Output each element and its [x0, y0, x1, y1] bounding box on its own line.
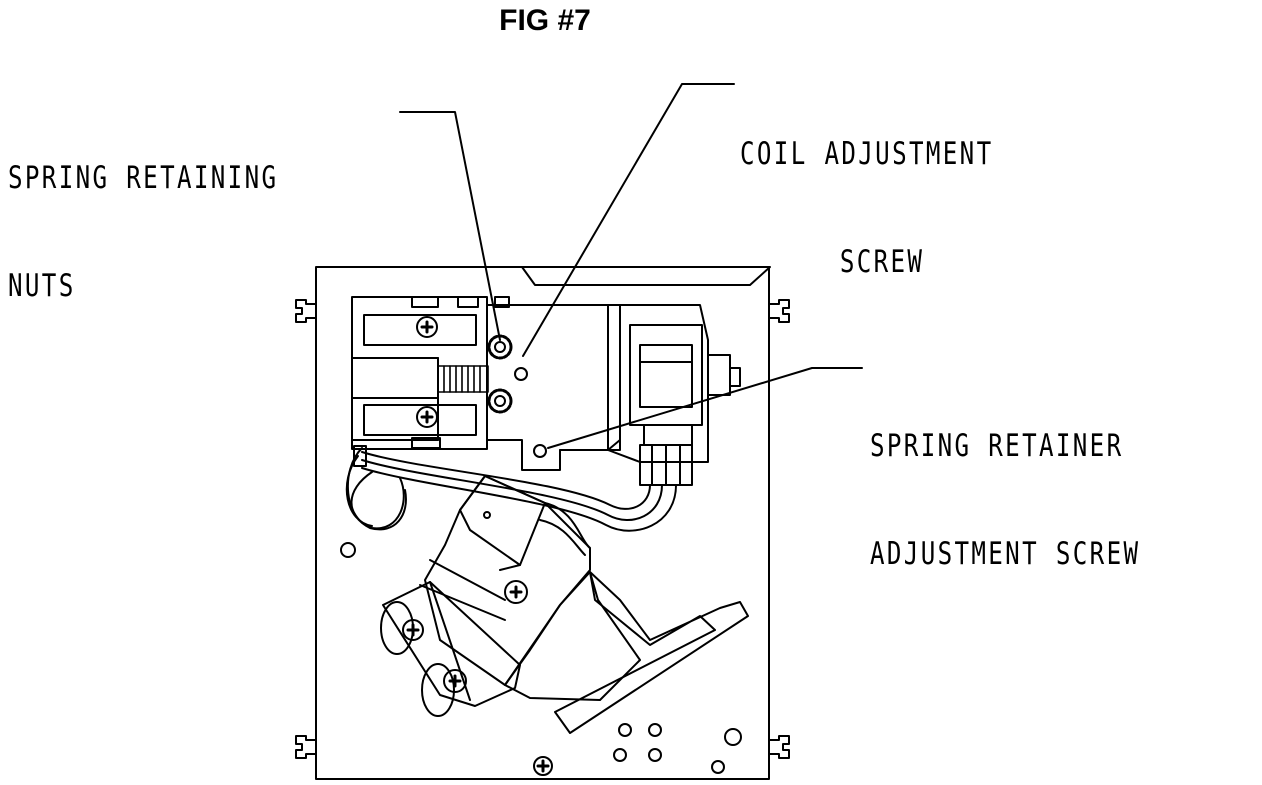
- bracket-screw-lower-icon: [416, 406, 438, 428]
- label-coil-adjustment-screw-line2: SCREW: [839, 244, 925, 280]
- label-spring-retaining-nuts-line2: NUTS: [8, 268, 76, 304]
- label-spring-retaining-nuts-line1: SPRING RETAINING: [8, 160, 279, 196]
- coil-spring: [437, 365, 489, 393]
- solenoid-body: [419, 475, 591, 686]
- plate-holes: [340, 542, 742, 774]
- pivot-lever: [504, 571, 749, 734]
- solenoid-screw-center-icon: [504, 580, 528, 604]
- coil-adjustment-screw-icon: [514, 367, 528, 381]
- coil-body: [486, 304, 621, 471]
- leader-spring-retaining-nuts: [399, 111, 501, 341]
- bracket-screw-upper-icon: [416, 316, 438, 338]
- roller-left-lower: [421, 663, 455, 717]
- leader-coil-adjustment-screw: [522, 83, 735, 357]
- plate-screw-bottom-icon: [533, 756, 553, 776]
- label-spring-retaining-nuts: SPRING RETAINING NUTS: [8, 88, 278, 340]
- mounting-tab-bottom-right: [768, 735, 790, 759]
- leader-lines: [399, 83, 863, 449]
- rear-roller: [350, 471, 407, 531]
- mounting-tab-top-left: [295, 299, 317, 323]
- solenoid-bracket: [382, 581, 521, 707]
- label-spring-retainer-adjustment-screw: SPRING RETAINER ADJUSTMENT SCREW: [870, 356, 1140, 608]
- leader-spring-retainer-adjustment-screw: [547, 367, 863, 449]
- spring-retaining-nut-lower-icon: [487, 388, 513, 414]
- mounting-tab-top-right: [768, 299, 790, 323]
- label-coil-adjustment-screw-line1: COIL ADJUSTMENT: [740, 136, 994, 172]
- bracket-screw-right-icon: [443, 669, 467, 693]
- switch-housing: [607, 304, 741, 486]
- spring-retaining-nut-upper-icon: [487, 334, 513, 360]
- label-spring-retainer-adjustment-screw-line1: SPRING RETAINER: [870, 428, 1124, 464]
- mounting-tab-bottom-left: [295, 735, 317, 759]
- top-slot: [521, 266, 771, 286]
- spring-retainer-adjustment-screw-icon: [533, 444, 547, 458]
- figure-title: FIG #7: [499, 4, 591, 37]
- label-spring-retainer-adjustment-screw-line2: ADJUSTMENT SCREW: [870, 536, 1141, 572]
- label-coil-adjustment-screw: COIL ADJUSTMENT SCREW: [740, 64, 993, 316]
- bracket-screw-left-icon: [402, 619, 424, 641]
